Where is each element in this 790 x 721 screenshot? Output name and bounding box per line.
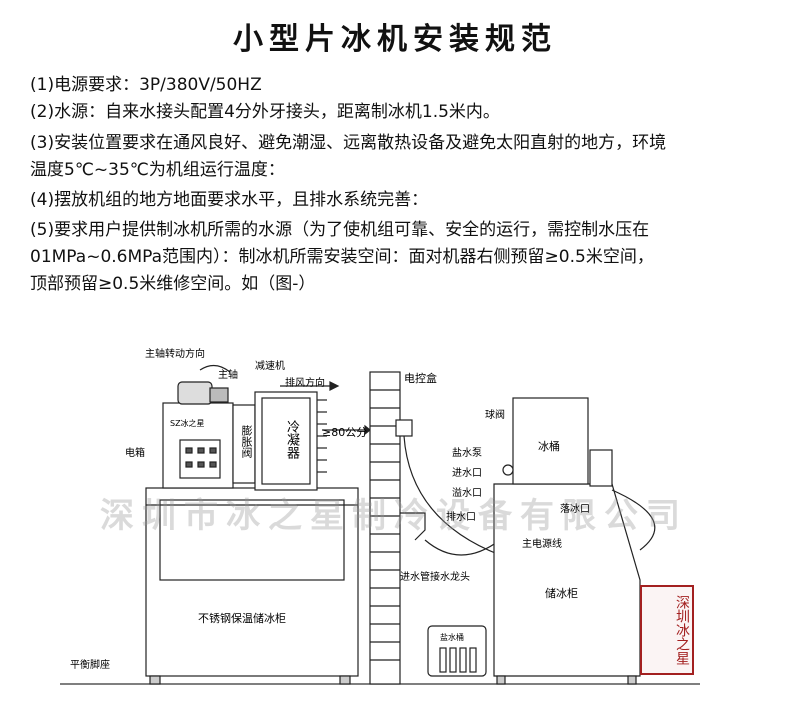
label-distance: ≥80公分	[322, 426, 368, 439]
requirement-line: (3)安装位置要求在通风良好、避免潮湿、远离散热设备及避免太阳直射的地方，环境	[30, 133, 667, 153]
label-tap-connect: 进水管接水龙头	[400, 572, 470, 583]
storage-cabinet	[493, 397, 656, 685]
requirement-line: (1)电源要求：3P/380V/50HZ	[30, 75, 262, 95]
label-water-inlet: 进水口	[452, 468, 482, 479]
label-machine-brand: SZ冰之星	[170, 419, 205, 428]
requirement-line: (4)摆放机组的地方地面要求水平，且排水系统完善：	[30, 190, 429, 210]
company-seal: 深圳冰之星	[640, 585, 694, 675]
label-ice-bucket: 冰桶	[538, 440, 560, 453]
label-storage-cabinet: 储冰柜	[545, 587, 578, 600]
page-title: 小型片冰机安装规范	[233, 22, 557, 57]
label-leveling-feet: 平衡脚座	[70, 660, 110, 671]
label-brine-bucket: 盐水桶	[440, 633, 464, 642]
label-expansion-valve: 膨胀阀	[240, 425, 253, 458]
watermark: 深圳市冰之星制冷设备有限公司	[100, 496, 688, 536]
label-dropping-port: 落冰口	[560, 504, 590, 515]
label-reducer: 减速机	[255, 361, 285, 372]
label-exhaust-direction: 排风方向	[285, 378, 325, 389]
label-condenser: 冷凝器	[284, 420, 299, 459]
requirement-line: 01MPa~0.6MPa范围内）：制冰机所需安装空间：面对机器右侧预留≥0.5米…	[30, 247, 654, 267]
requirement-line: (2)水源：自来水接头配置4分外牙接头，距离制冰机1.5米内。	[30, 102, 500, 122]
requirement-line: (5)要求用户提供制冰机所需的水源（为了使机组可靠、安全的运行，需控制水压在	[30, 220, 650, 240]
label-stainless-cabinet: 不锈钢保温储冰柜	[198, 612, 286, 625]
requirement-line: 顶部预留≥0.5米维修空间。如（图-）	[30, 274, 316, 294]
label-spindle: 主轴	[218, 370, 238, 381]
label-main-power-line: 主电源线	[522, 539, 562, 550]
requirement-line: 温度5℃~35℃为机组运行温度：	[30, 160, 285, 180]
label-control-box: 电控盒	[404, 372, 437, 385]
label-overflow: 溢水口	[452, 488, 482, 499]
label-float-ball: 球阀	[485, 410, 505, 421]
label-spindle-direction: 主轴转动方向	[145, 349, 205, 360]
label-electric-box: 电箱	[125, 448, 145, 459]
label-drain: 排水口	[446, 512, 476, 523]
label-brine-pump: 盐水泵	[452, 448, 482, 459]
